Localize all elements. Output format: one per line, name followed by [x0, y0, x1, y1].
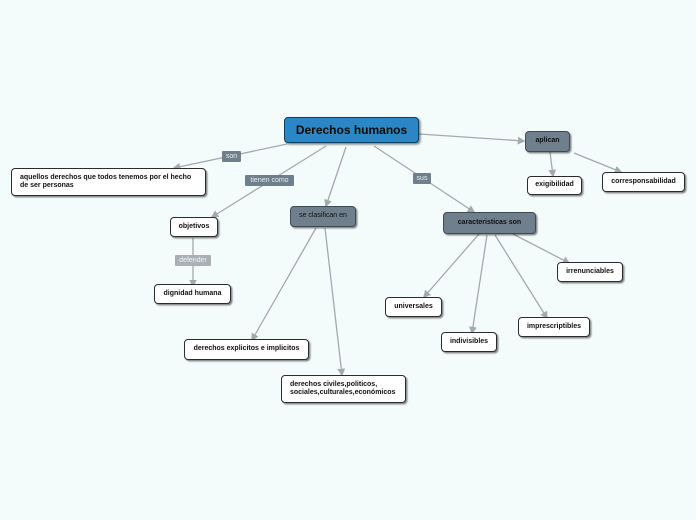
node-se-clasifican[interactable]: se clasifican en: [290, 206, 356, 227]
edge-aplican-to-corresponsabilidad: [573, 152, 623, 174]
node-corresponsabilidad[interactable]: corresponsabilidad: [602, 172, 685, 192]
node-caracteristicas-text: caracteristicas son: [457, 218, 522, 226]
node-indivisibles-text: indivisibles: [449, 337, 489, 345]
node-universales[interactable]: universales: [385, 297, 442, 317]
node-imprescriptibles-text: imprescriptibles: [526, 322, 582, 330]
edge-label-defender: defender: [175, 255, 211, 266]
edge-aplican-to-exigibilidad: [548, 151, 557, 178]
node-aplican[interactable]: aplican: [525, 131, 570, 152]
edge-root-to-se-clasifican: [324, 146, 347, 208]
node-irrenunciables[interactable]: irrenunciables: [557, 262, 623, 282]
edge-caracteristicas-to-indivisibles: [469, 234, 488, 335]
node-se-clasifican-text: se clasifican en: [299, 212, 347, 220]
root-title: Derechos humanos: [295, 122, 408, 137]
edge-caracteristicas-to-irrenunciables: [512, 233, 571, 264]
node-objetivos-text: objetivos: [178, 222, 210, 230]
edge-clasifican-to-explicitos: [251, 227, 317, 342]
node-caracteristicas[interactable]: caracteristicas son: [443, 212, 536, 234]
edge-label-sus: sus: [413, 173, 431, 184]
edge-clasifican-to-civiles: [324, 227, 346, 377]
node-indivisibles[interactable]: indivisibles: [441, 332, 497, 352]
edge-caracteristicas-to-imprescriptibles: [494, 234, 548, 320]
node-explicitos-text: derechos explicitos e implicitos: [193, 345, 300, 353]
node-definicion-text: aquellos derechos que todos tenemos por …: [20, 173, 192, 189]
node-derechos-explicitos[interactable]: derechos explicitos e implicitos: [184, 339, 309, 360]
node-objetivos[interactable]: objetivos: [170, 217, 218, 237]
node-aplican-text: aplican: [535, 137, 560, 145]
node-irrenunciables-text: irrenunciables: [566, 267, 614, 275]
edge-label-son: son: [222, 151, 241, 162]
node-exigibilidad-text: exigibilidad: [535, 181, 574, 189]
node-definicion[interactable]: aquellos derechos que todos tenemos por …: [11, 168, 206, 196]
edge-label-tienen-como: tienen como: [245, 175, 294, 186]
root-node[interactable]: Derechos humanos: [284, 117, 419, 143]
node-derechos-civiles[interactable]: derechos civiles,politicos, sociales,cul…: [281, 375, 406, 403]
node-exigibilidad[interactable]: exigibilidad: [527, 176, 582, 195]
edge-caracteristicas-to-universales: [422, 233, 480, 299]
node-corresponsabilidad-text: corresponsabilidad: [611, 177, 676, 185]
node-civiles-text: derechos civiles,politicos, sociales,cul…: [290, 380, 396, 396]
node-universales-text: universales: [394, 302, 433, 310]
edge-root-to-aplican: [418, 133, 526, 145]
node-dignidad-humana[interactable]: dignidad humana: [154, 284, 231, 304]
node-imprescriptibles[interactable]: imprescriptibles: [518, 317, 590, 337]
node-dignidad-text: dignidad humana: [163, 289, 222, 297]
